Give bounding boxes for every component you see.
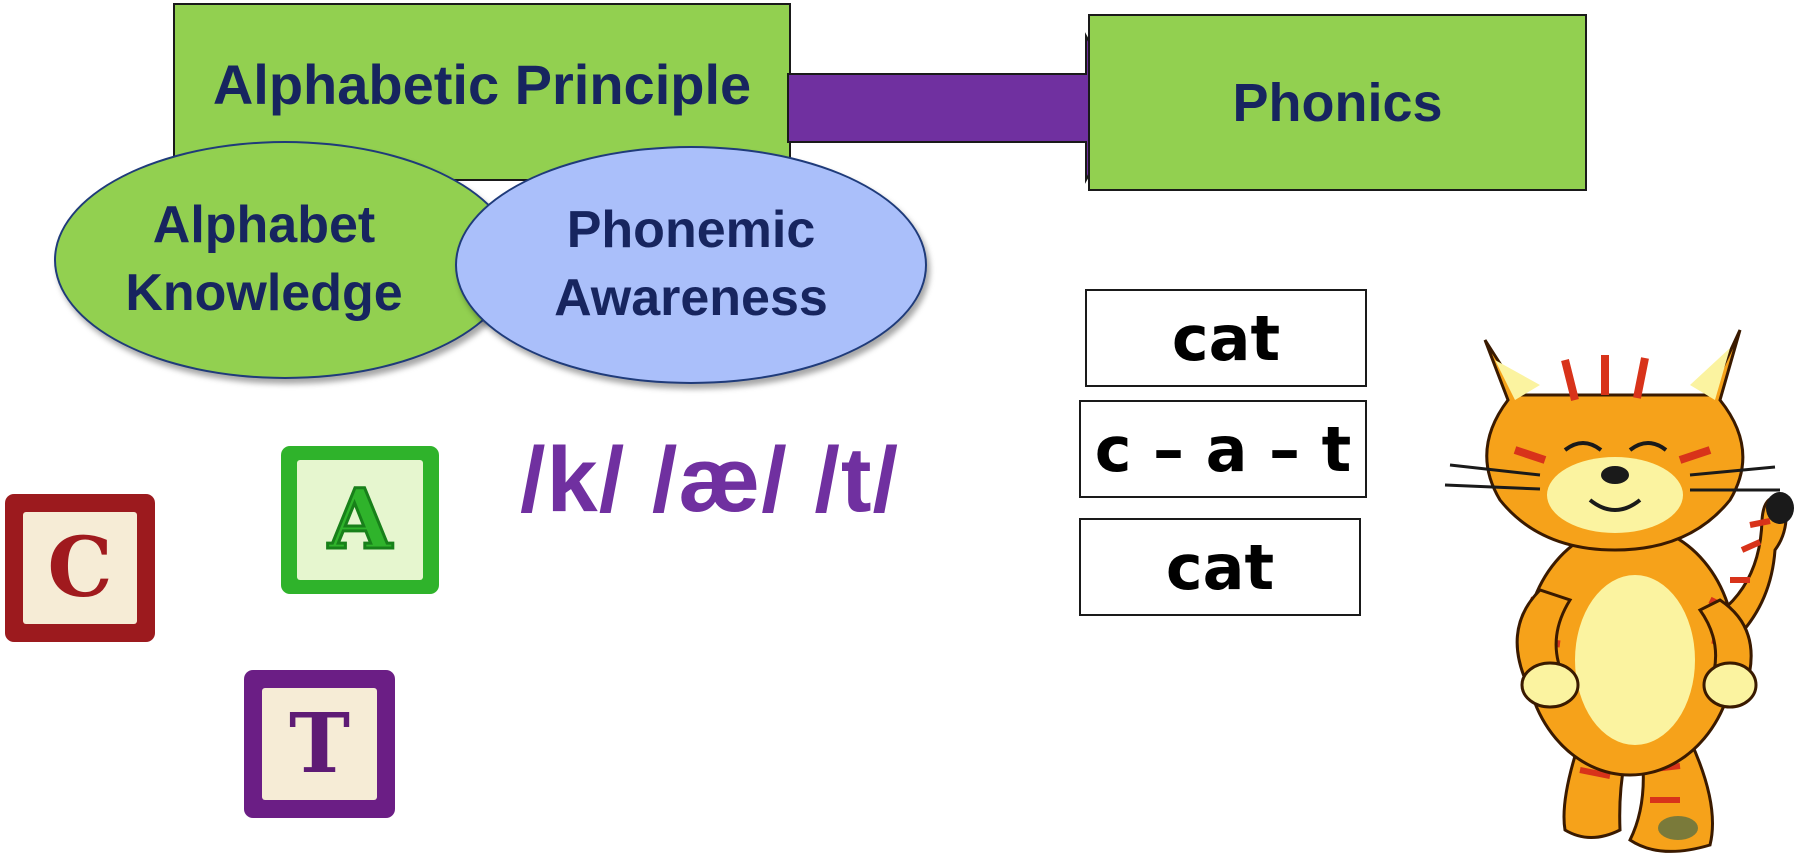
phonemic-awareness-ellipse: Phonemic Awareness: [455, 146, 927, 384]
phonemic-awareness-line-1: Phonemic: [566, 201, 816, 260]
phonics-label: Phonics: [1232, 72, 1443, 133]
word-box-whole: cat: [1085, 289, 1367, 387]
letter-block-c: C: [5, 494, 155, 642]
word-box-segmented: c – a – t: [1079, 400, 1367, 498]
word-box-blended: cat: [1079, 518, 1361, 616]
alphabet-knowledge-ellipse: Alphabet Knowledge: [54, 141, 516, 379]
phonics-box: Phonics: [1088, 14, 1587, 191]
letter-block-a: A: [281, 446, 439, 594]
word-blended-text: cat: [1165, 530, 1275, 604]
word-whole-text: cat: [1171, 301, 1281, 375]
letter-block-a-letter: A: [297, 460, 423, 580]
alphabet-knowledge-line-1: Alphabet: [152, 196, 376, 255]
purple-arrow-icon: [787, 32, 1128, 184]
alphabet-knowledge-line-2: Knowledge: [125, 264, 403, 322]
letter-block-t-letter: T: [262, 688, 377, 800]
alphabetic-principle-label: Alphabetic Principle: [212, 52, 752, 116]
phoneme-sounds: /k/ /æ/ /t/: [520, 429, 900, 531]
phonemic-awareness-line-2: Awareness: [554, 269, 828, 327]
cartoon-cat-icon: [1444, 329, 1794, 853]
word-segmented-text: c – a – t: [1094, 412, 1352, 486]
letter-block-c-letter: C: [23, 512, 137, 624]
letter-block-t: T: [244, 670, 395, 818]
